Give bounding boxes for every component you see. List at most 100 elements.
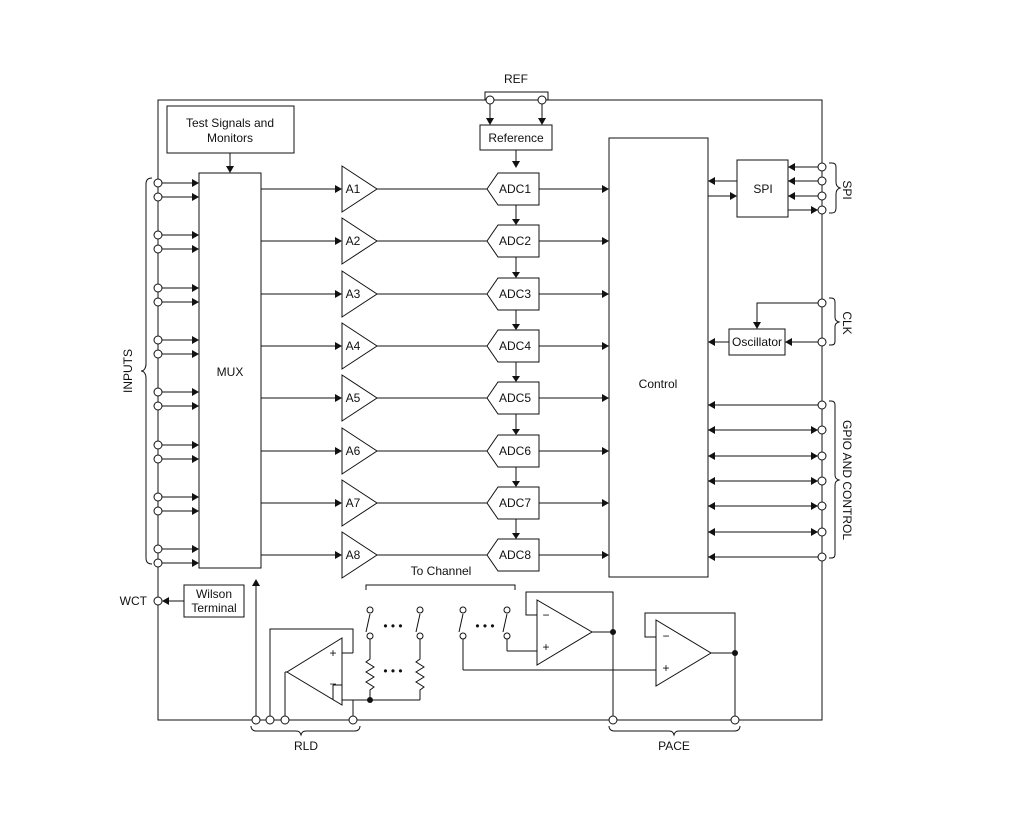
rld-pin-2: [265, 715, 275, 725]
spi-block: [736, 159, 789, 218]
adc-label: ADC2: [499, 234, 531, 248]
adc-label: ADC8: [499, 548, 531, 562]
mux-to-amp-arrow: [335, 290, 342, 298]
to-channel-bracket: [365, 584, 516, 590]
wilson-line2: Terminal: [191, 601, 236, 615]
gpio-label: GPIO AND CONTROL: [840, 420, 854, 540]
input-arrow: [192, 284, 199, 292]
adc-chain-arrow: [512, 272, 520, 278]
input-pin: [153, 454, 163, 464]
amplifier-label: A6: [346, 444, 361, 458]
pace-pin-2: [730, 715, 740, 725]
input-pin: [153, 230, 163, 240]
spi-pin-2: [817, 176, 827, 186]
oscillator-block: [728, 328, 786, 356]
inputs-brace: [140, 177, 153, 565]
gpio-pin: [817, 451, 827, 461]
adc-chain-arrow: [512, 324, 520, 330]
amplifier-label: A5: [346, 391, 361, 405]
switch-4-bottom: [503, 632, 511, 640]
pace-amplifier-2: [655, 619, 712, 687]
input-arrow: [192, 388, 199, 396]
amplifier: [341, 322, 378, 370]
input-pin: [153, 387, 163, 397]
input-arrow: [192, 193, 199, 201]
spi-pin-4: [817, 205, 827, 215]
switch-4-top: [503, 606, 511, 614]
gpio-pin: [817, 425, 827, 435]
switch-ellipsis-left: • • •: [383, 619, 402, 633]
gpio-arrow-in: [708, 452, 715, 460]
switch-4-blade: [502, 613, 508, 633]
rld-to-mux-arrow: [252, 579, 260, 586]
control-label: Control: [639, 377, 678, 391]
input-arrow: [192, 559, 199, 567]
amplifier-label: A3: [346, 287, 361, 301]
mux-to-amp-arrow: [335, 342, 342, 350]
amplifier: [341, 270, 378, 318]
switch-2-top: [416, 606, 424, 614]
gpio-arrow-in: [708, 401, 715, 409]
wilson-line1: Wilson: [196, 587, 232, 601]
inputs-label: INPUTS: [121, 349, 135, 393]
wct-arrow: [162, 597, 169, 605]
input-arrow: [192, 455, 199, 463]
mux-to-amp-arrow: [335, 499, 342, 507]
amplifier-label: A1: [346, 182, 361, 196]
spi-pin-2-arrow: [788, 177, 795, 185]
input-pin: [153, 544, 163, 554]
reference-block: [479, 124, 553, 151]
pace-pin-1: [608, 715, 618, 725]
test-signals-line1: Test Signals and: [186, 116, 274, 130]
mux-to-amp-arrow: [335, 394, 342, 402]
reference-label: Reference: [488, 131, 544, 145]
clk-brace: [829, 297, 841, 346]
adc-to-control-arrow: [602, 342, 609, 350]
gpio-arrow-out: [811, 528, 818, 536]
adc-label: ADC6: [499, 444, 531, 458]
ref-brace: [484, 91, 549, 100]
amplifier-label: A4: [346, 339, 361, 353]
adc-chain-arrow: [512, 376, 520, 382]
input-pin: [153, 297, 163, 307]
switch-1-bottom: [366, 632, 374, 640]
mux-to-amp-arrow: [335, 551, 342, 559]
gpio-pin: [817, 501, 827, 511]
switch-2-blade: [415, 613, 421, 633]
rld-amplifier: [286, 637, 343, 706]
clk-label: CLK: [840, 311, 854, 334]
input-arrow: [192, 245, 199, 253]
ref-pin-1: [485, 95, 495, 105]
pace-amp1-feedback: [525, 591, 614, 632]
rld-amp-minus: −: [329, 677, 336, 691]
input-pin: [153, 506, 163, 516]
clk-pin-2: [817, 337, 827, 347]
wct-label: WCT: [120, 594, 148, 608]
amplifier: [341, 217, 378, 265]
ref-pin-2: [537, 95, 547, 105]
gpio-pin: [817, 552, 827, 562]
input-arrow: [192, 350, 199, 358]
amplifier: [341, 427, 378, 475]
mux-to-amp-arrow: [335, 237, 342, 245]
rld-feedback-line: [269, 628, 354, 720]
gpio-pin: [817, 476, 827, 486]
adc-chain-arrow: [512, 429, 520, 435]
amplifier-label: A7: [346, 496, 361, 510]
input-pin: [153, 401, 163, 411]
gpio-arrow-in: [708, 553, 715, 561]
gpio-arrow-in: [708, 502, 715, 510]
pace-amplifier-1: [536, 599, 593, 666]
input-pin: [153, 492, 163, 502]
test-signals-arrow: [226, 166, 234, 173]
spi-pin-3-arrow: [788, 192, 795, 200]
input-pin: [153, 244, 163, 254]
switch-1-top: [366, 606, 374, 614]
rld-amp-plus: +: [329, 646, 336, 660]
adc-label: ADC4: [499, 339, 531, 353]
amplifier: [341, 374, 378, 422]
clk-in-arrow: [785, 338, 792, 346]
adc-to-control-arrow: [602, 499, 609, 507]
gpio-pin: [817, 400, 827, 410]
